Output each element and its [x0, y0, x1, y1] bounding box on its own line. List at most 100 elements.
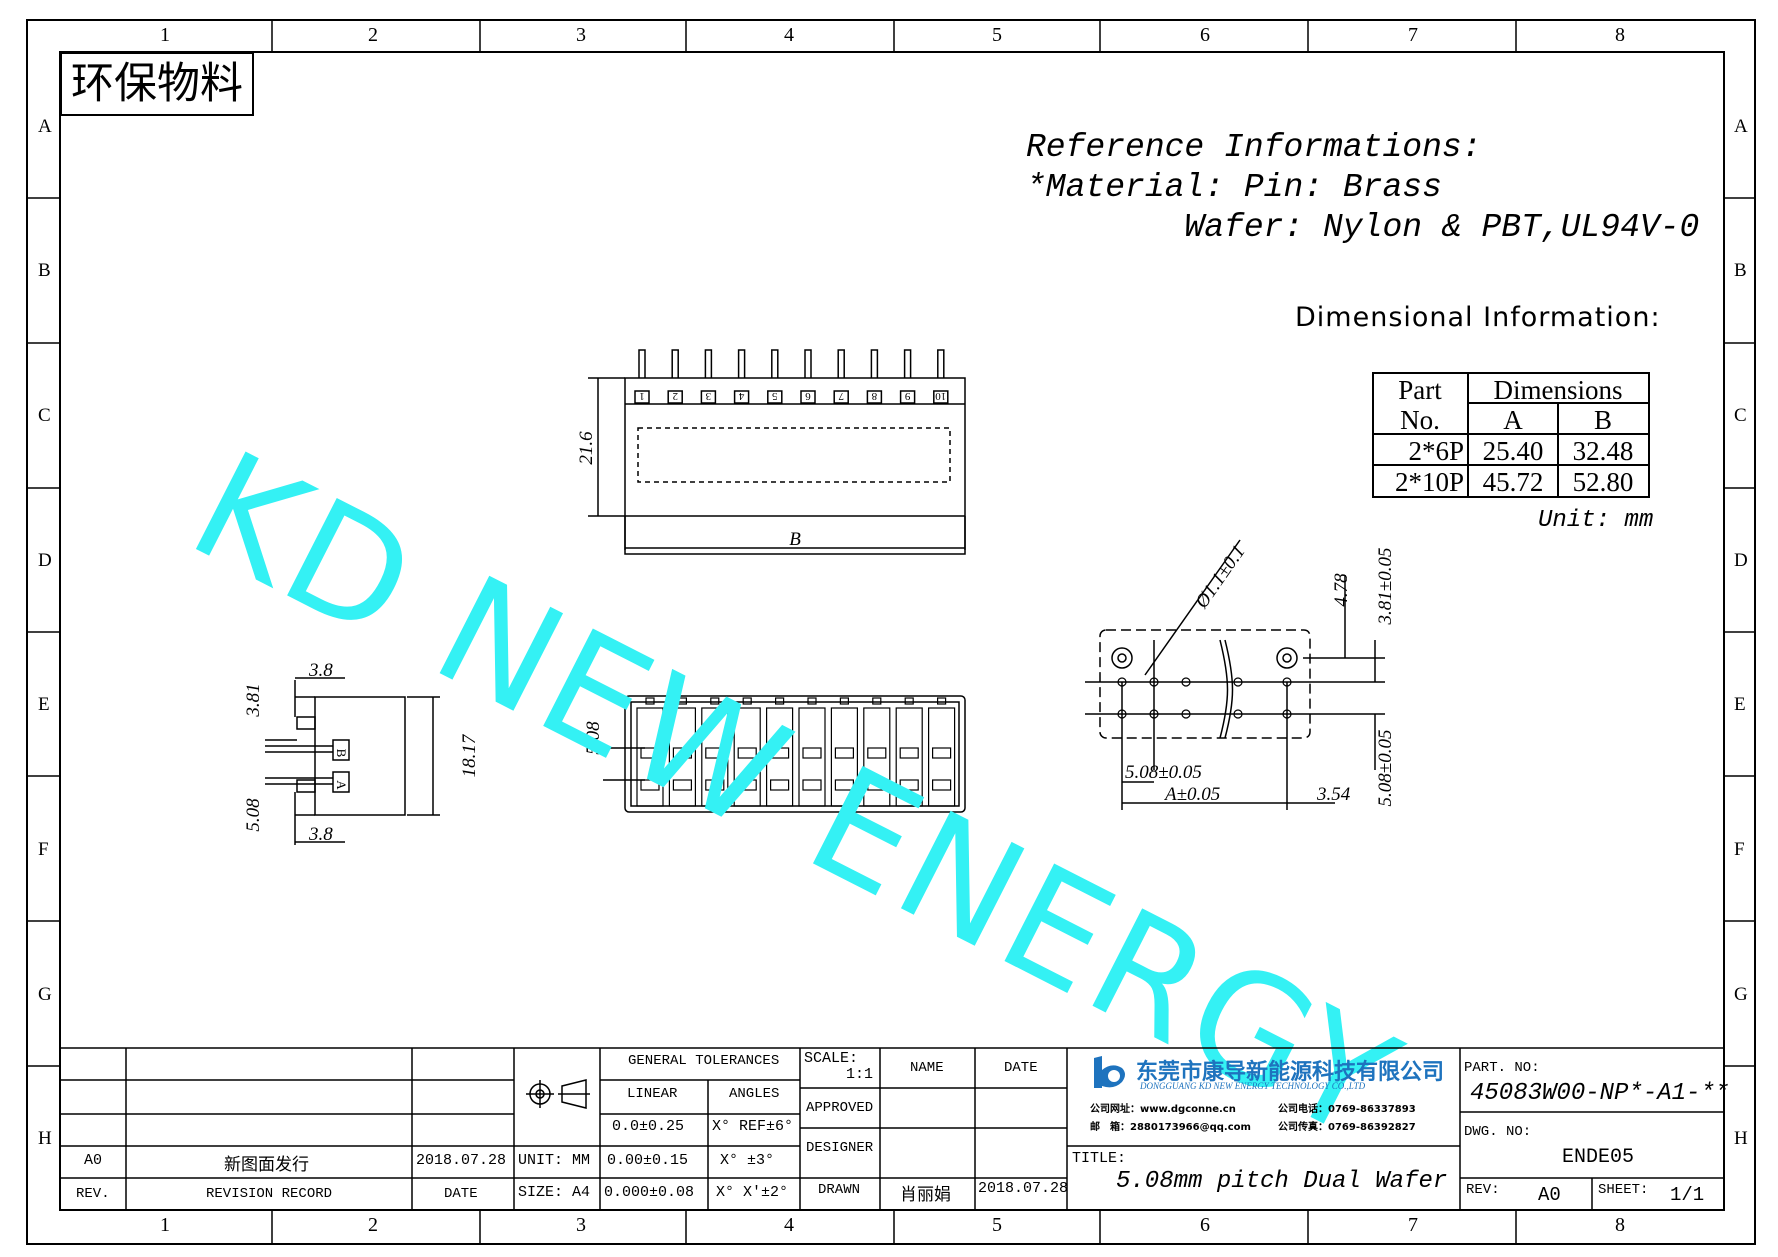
grid-col-label: 3: [576, 1214, 586, 1236]
linear-tol-2: 0.00±0.15: [607, 1152, 689, 1169]
grid-row-label: B: [1734, 260, 1747, 281]
row-b-mark: B: [334, 749, 349, 758]
reference-title: Reference Informations:: [1026, 129, 1482, 166]
pin-number: 3: [705, 390, 711, 402]
grid-row-label: E: [38, 694, 50, 715]
terminal-slot: [802, 779, 822, 791]
eco-material-stamp: 环保物料: [60, 52, 254, 116]
dim-5-08-bottom: 5.08: [585, 721, 604, 755]
pin-number: 10: [935, 390, 947, 402]
rev-value: A0: [1538, 1184, 1561, 1206]
cell-mark: [710, 697, 720, 705]
sheet-label: SHEET:: [1598, 1182, 1649, 1198]
date-header: DATE: [1004, 1060, 1038, 1076]
bottom-cell: [928, 707, 956, 807]
pcb-hole: [1117, 677, 1127, 687]
company-website-label: 公司网址：: [1090, 1104, 1140, 1115]
dim-3-8-top: 3.8: [308, 660, 333, 681]
terminal-slot: [737, 747, 757, 759]
linear-header: LINEAR: [627, 1086, 678, 1102]
grid-col-label: 5: [992, 1214, 1002, 1236]
grid-col-label: 8: [1615, 1214, 1625, 1236]
name-header: NAME: [910, 1060, 944, 1076]
material-pin: *Material: Pin: Brass: [1026, 169, 1442, 206]
bottom-cell: [668, 707, 697, 807]
pin-outline: [704, 349, 713, 378]
terminal-slot: [640, 779, 660, 791]
terminal-slot: [834, 779, 854, 791]
terminal-slot: [672, 779, 693, 791]
table-header-dimensions: Dimensions: [1493, 375, 1622, 405]
pin-outline: [937, 349, 945, 378]
part-no-label: PART. NO:: [1464, 1060, 1540, 1076]
terminal-slot: [640, 747, 660, 759]
bottom-cell: [701, 707, 729, 807]
pin-number-box: [899, 390, 916, 404]
grid-row-label: H: [1734, 1128, 1748, 1149]
pin-number-box: [733, 390, 750, 404]
bottom-cell: [733, 707, 761, 807]
company-email-label: 邮 箱：: [1090, 1122, 1130, 1133]
side-view-drawing: 3.8 3.81 B A 18.17 5.08 3.8: [245, 660, 480, 845]
grid-col-label: 4: [784, 1214, 794, 1236]
company-email-value: 2880173966@qq.com: [1130, 1122, 1251, 1133]
drawn-date: 2018.07.28: [978, 1180, 1069, 1197]
grid-col-label: 5: [992, 24, 1002, 46]
dimension-table: Part No. Dimensions A B 2*6P 25.40 32.48…: [1372, 372, 1650, 498]
pin-number-box: [833, 390, 849, 404]
bottom-view-drawing: 5.08: [585, 695, 966, 813]
pin-outline: [671, 349, 679, 378]
size-field: SIZE: A4: [518, 1184, 591, 1201]
grid-row-label: D: [38, 550, 52, 571]
grid-col-label: 2: [368, 24, 378, 46]
terminal-slot: [867, 779, 887, 791]
grid-row-label: H: [38, 1128, 52, 1149]
bottom-cell: [798, 707, 826, 807]
dim-a: A±0.05: [1163, 784, 1220, 805]
pin-number-box: [933, 390, 949, 404]
terminal-slot: [932, 779, 952, 791]
date-column-header: DATE: [444, 1186, 478, 1202]
cell-mark: [645, 697, 655, 705]
pin-outline: [870, 349, 879, 378]
grid-row-label: B: [38, 260, 51, 281]
bottom-cell: [895, 707, 923, 807]
dwg-no-label: DWG. NO:: [1464, 1124, 1532, 1140]
pcb-layout-drawing: Ø1.1±0.1 4.78 3.81±0.05 5.08±0.05 5.08±0…: [1085, 539, 1396, 810]
dim-height-21-6: 21.6: [576, 431, 597, 465]
unit-field: UNIT: MM: [518, 1152, 591, 1169]
title-label: TITLE:: [1072, 1150, 1127, 1167]
angle-tol-2: X° ±3°: [720, 1152, 775, 1169]
company-email: 邮 箱：2880173966@qq.com: [1090, 1118, 1251, 1133]
pin-number-box: [866, 390, 883, 404]
pin-number: 5: [772, 390, 778, 402]
dim-5-08-vertical: 5.08±0.05: [1375, 730, 1396, 807]
terminal-slot: [737, 779, 757, 791]
drawn-name: 肖丽娟: [900, 1185, 951, 1205]
table-header-b: B: [1594, 405, 1612, 435]
grid-row-label: F: [38, 839, 49, 860]
dim-3-81: 3.81: [245, 683, 264, 717]
company-phone-value: 0769-86337893: [1328, 1104, 1416, 1115]
table-cell-b: 52.80: [1573, 467, 1634, 497]
pin-outline: [903, 349, 912, 378]
company-logo-icon: [1094, 1056, 1125, 1088]
grid-col-label: 7: [1408, 1214, 1418, 1236]
terminal-slot: [867, 747, 887, 759]
linear-tol-3: 0.000±0.08: [604, 1184, 695, 1201]
cell-mark: [839, 697, 849, 705]
grid-col-label: 8: [1615, 24, 1625, 46]
table-cell-b: 32.48: [1573, 436, 1634, 466]
drawing-number: ENDE05: [1562, 1146, 1635, 1169]
grid-col-label: 6: [1200, 24, 1210, 46]
dim-3-8-bottom: 3.8: [308, 824, 333, 845]
grid-row-label: C: [38, 405, 51, 426]
cell-mark: [937, 697, 947, 705]
general-tolerances-header: GENERAL TOLERANCES: [628, 1053, 780, 1069]
revision-record-entry: 新图面发行: [224, 1155, 309, 1175]
company-fax: 公司传真：0769-86392827: [1278, 1118, 1416, 1133]
company-name-cn: 东莞市康导新能源科技有限公司: [1136, 1060, 1445, 1085]
pin-number: 4: [738, 390, 744, 402]
terminal-slot: [672, 747, 693, 759]
pin-outline: [737, 349, 746, 378]
